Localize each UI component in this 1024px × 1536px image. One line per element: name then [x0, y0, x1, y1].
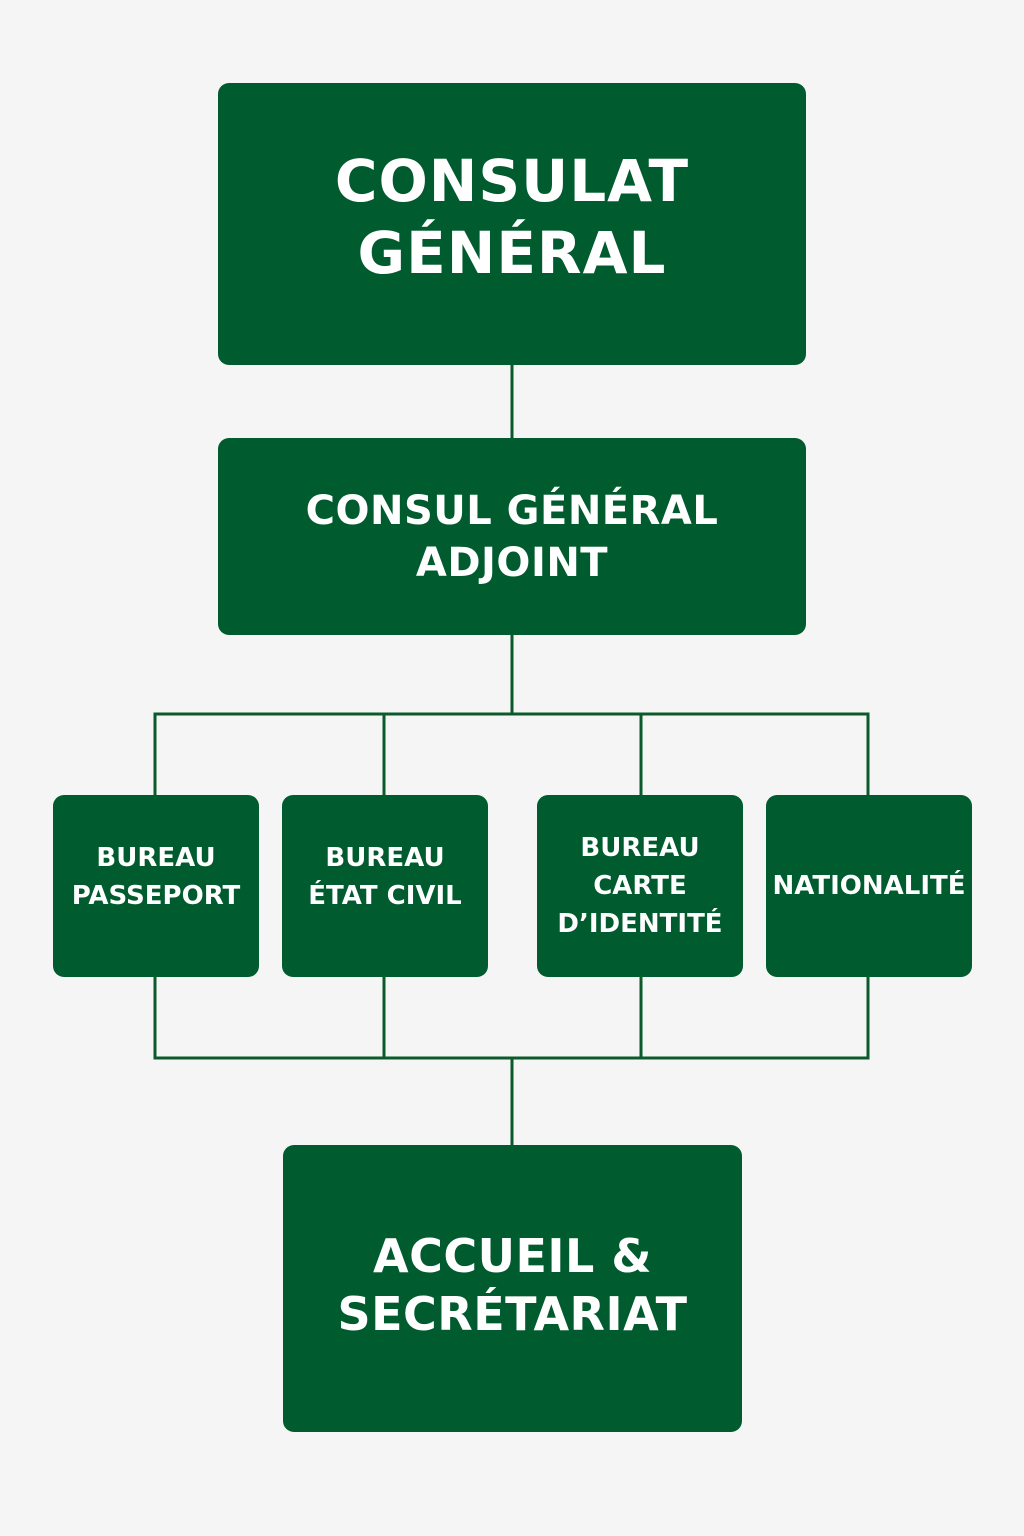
- node-label: ACCUEIL & SECRÉTARIAT: [337, 1228, 688, 1341]
- node-nationalite: NATIONALITÉ: [766, 795, 972, 977]
- node-label: BUREAU ÉTAT CIVIL: [308, 843, 462, 911]
- node-label: BUREAU PASSEPORT: [71, 843, 241, 911]
- node-bureau-carte-identite: BUREAU CARTE D’IDENTITÉ: [537, 795, 743, 977]
- node-accueil-secretariat: ACCUEIL & SECRÉTARIAT: [283, 1145, 742, 1432]
- node-bureau-passeport: BUREAU PASSEPORT: [53, 795, 259, 977]
- node-label: BUREAU CARTE D’IDENTITÉ: [557, 833, 723, 939]
- node-label: CONSUL GÉNÉRAL ADJOINT: [305, 487, 719, 586]
- node-consulat-general: CONSULAT GÉNÉRAL: [218, 83, 806, 365]
- node-bureau-etat-civil: BUREAU ÉTAT CIVIL: [282, 795, 488, 977]
- node-consul-general-adjoint: CONSUL GÉNÉRAL ADJOINT: [218, 438, 806, 635]
- node-label: CONSULAT GÉNÉRAL: [334, 147, 690, 287]
- node-label: NATIONALITÉ: [772, 871, 966, 901]
